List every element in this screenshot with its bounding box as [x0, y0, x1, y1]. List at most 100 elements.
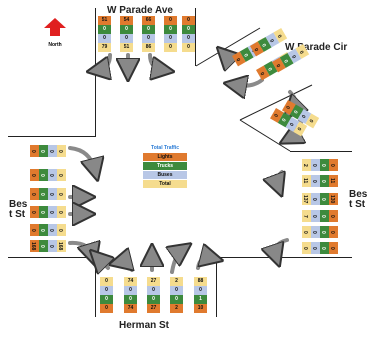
arrow-north-left [148, 53, 163, 70]
count-buses: 0 [164, 34, 177, 43]
count-lights: 0 [329, 242, 338, 254]
count-total: 0 [302, 242, 311, 254]
count-lights: 0 [30, 224, 39, 236]
count-lights: 11 [329, 175, 338, 187]
count-trucks: 0 [147, 295, 160, 304]
count-lights: 130 [329, 193, 338, 205]
count-trucks: 0 [39, 224, 48, 236]
count-total: 11 [302, 175, 311, 187]
count-buses: 0 [311, 175, 320, 187]
road-edge-west-top [8, 136, 96, 137]
count-buses: 0 [120, 34, 133, 43]
count-trucks: 0 [320, 242, 329, 254]
count-trucks: 0 [98, 25, 111, 34]
count-total: 7 [302, 210, 311, 222]
count-lights: 74 [124, 304, 137, 313]
count-buses: 0 [124, 286, 137, 295]
count-buses: 0 [311, 210, 320, 222]
north-arrow-icon [44, 18, 66, 36]
count-lights: 66 [142, 16, 155, 25]
count-total: 88 [194, 277, 207, 286]
count-lights: 0 [30, 169, 39, 181]
legend-item-buses: Buses [143, 171, 187, 179]
arrow-south-2 [120, 262, 132, 270]
count-trucks: 0 [182, 25, 195, 34]
count-total: 2 [170, 277, 183, 286]
count-buses: 0 [182, 34, 195, 43]
arrow-east-2 [275, 238, 289, 256]
count-total: 0 [302, 226, 311, 238]
count-lights: 51 [98, 16, 111, 25]
count-buses: 0 [48, 145, 57, 157]
count-buses: 0 [48, 206, 57, 218]
count-total: 137 [302, 193, 311, 205]
count-trucks: 0 [142, 25, 155, 34]
count-buses: 0 [311, 226, 320, 238]
count-trucks: 0 [39, 240, 48, 252]
count-total: 86 [142, 43, 155, 52]
road-edge-east-top [290, 151, 352, 152]
count-lights: 0 [100, 304, 113, 313]
count-buses: 0 [48, 240, 57, 252]
legend-item-lights: Lights [143, 153, 187, 161]
count-buses: 0 [48, 224, 57, 236]
count-total: 168 [57, 240, 66, 252]
arrow-west-1 [68, 146, 95, 170]
count-lights: 0 [30, 145, 39, 157]
legend-title: Total Traffic [151, 145, 179, 151]
count-trucks: 0 [170, 295, 183, 304]
count-trucks: 0 [320, 193, 329, 205]
count-total: 51 [120, 43, 133, 52]
street-label-north: W Parade Ave [107, 5, 173, 16]
count-buses: 0 [98, 34, 111, 43]
count-total: 0 [57, 188, 66, 200]
count-total: 0 [57, 224, 66, 236]
count-buses: 0 [48, 188, 57, 200]
count-buses: 0 [170, 286, 183, 295]
count-trucks: 0 [320, 175, 329, 187]
count-trucks: 1 [194, 295, 207, 304]
count-buses: 0 [311, 193, 320, 205]
count-lights: 2 [170, 304, 183, 313]
arrow-ne-2 [235, 80, 264, 86]
count-buses: 0 [142, 34, 155, 43]
count-lights: 0 [164, 16, 177, 25]
arrow-south-1 [98, 258, 108, 268]
count-buses: 0 [100, 286, 113, 295]
count-trucks: 0 [320, 226, 329, 238]
count-buses: 0 [147, 286, 160, 295]
count-total: 0 [182, 43, 195, 52]
count-total: 79 [98, 43, 111, 52]
count-trucks: 0 [320, 159, 329, 171]
count-lights: 0 [329, 210, 338, 222]
arrow-east-1 [277, 170, 282, 186]
count-total: 0 [100, 277, 113, 286]
count-total: 0 [164, 43, 177, 52]
count-total: 0 [57, 145, 66, 157]
north-label: North [48, 42, 62, 48]
count-lights: 0 [329, 159, 338, 171]
count-trucks: 0 [39, 169, 48, 181]
count-lights: 0 [30, 206, 39, 218]
count-lights: 27 [147, 304, 160, 313]
count-lights: 0 [182, 16, 195, 25]
road-edge-south-right [216, 257, 217, 317]
count-buses: 0 [48, 169, 57, 181]
count-total: 0 [57, 169, 66, 181]
